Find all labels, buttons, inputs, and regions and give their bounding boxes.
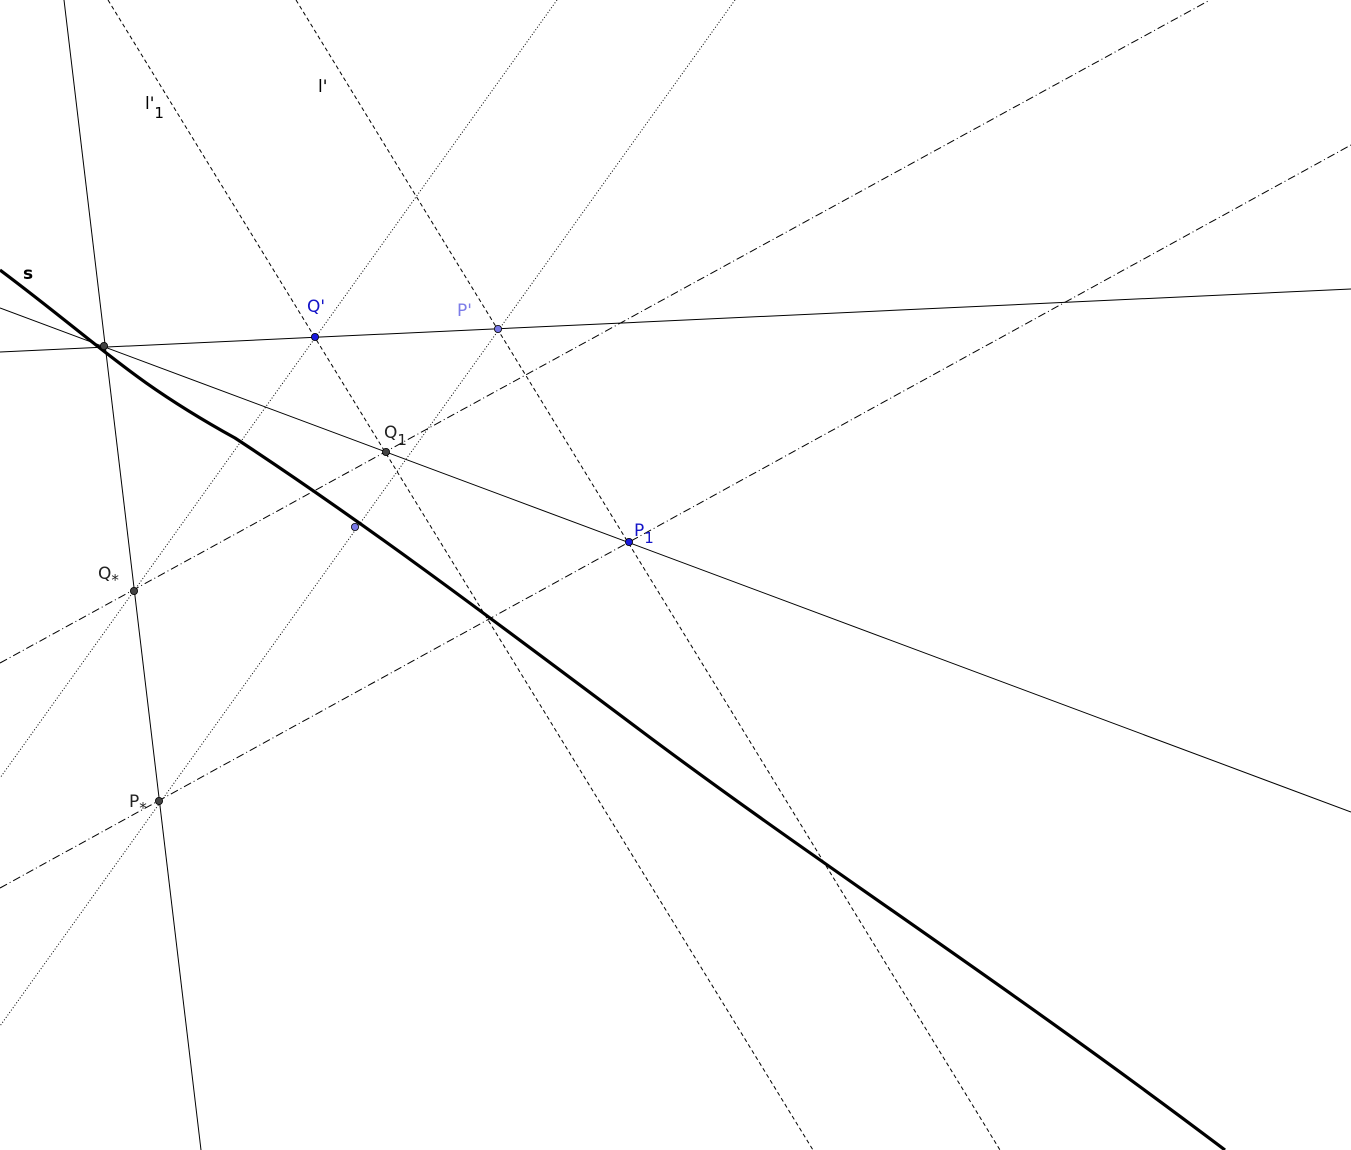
point-Q-star[interactable] [129, 587, 138, 596]
dotted-line-through-Q-prime [0, 0, 558, 779]
line-l-prime-1 [107, 0, 814, 1150]
dotted-line-through-P-prime [0, 0, 736, 1027]
label-Q-prime: Q' [307, 297, 325, 317]
label-P1-sub: 1 [644, 529, 654, 547]
dashdot-line-through-P-star [0, 144, 1351, 889]
line-l-prime [295, 0, 1001, 1150]
curve-s [0, 268, 1226, 1150]
label-l-prime-1-sub: 1 [154, 104, 164, 122]
dashdot-line-through-Q-star [0, 0, 1211, 664]
label-Q-star-sub: * [111, 571, 119, 589]
label-Q1-main: Q [384, 423, 397, 443]
label-Q1-sub: 1 [397, 431, 407, 449]
label-P-star: P* [129, 792, 147, 817]
point-P-prime[interactable] [493, 324, 502, 333]
label-Q1: Q1 [384, 423, 407, 449]
label-P1: P1 [634, 521, 654, 547]
label-l-prime-1: l'1 [145, 94, 164, 122]
point-Q-prime[interactable] [310, 332, 319, 341]
label-l-prime-1-main: l' [145, 94, 154, 114]
near-vertical-line [63, 0, 202, 1150]
label-P1-main: P [634, 521, 644, 541]
line-through-Q1-P1 [0, 307, 1351, 813]
line-through-Q-prime-P-prime [0, 288, 1351, 353]
label-l-prime: l' [318, 77, 327, 97]
point-Q1[interactable] [381, 447, 390, 456]
label-Q-star: Q* [98, 564, 119, 589]
label-P-prime: P' [457, 301, 472, 321]
label-Q-star-main: Q [98, 564, 111, 584]
point-on-curve[interactable] [350, 523, 359, 532]
label-s: s [23, 264, 33, 284]
point-P-star[interactable] [154, 797, 163, 806]
point-origin[interactable] [100, 341, 109, 350]
point-P1[interactable] [625, 538, 634, 547]
label-P-star-main: P [129, 792, 139, 812]
label-P-star-sub: * [139, 799, 147, 817]
